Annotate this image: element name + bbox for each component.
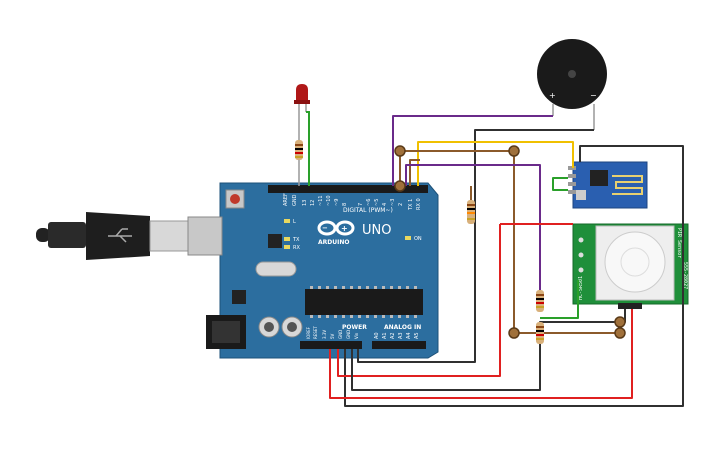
pin-label: A2 <box>390 332 396 339</box>
pin-label: 5V <box>330 333 335 339</box>
pir-label-right-1: PIR Sensor <box>676 228 682 258</box>
crystal-oscillator <box>255 261 297 277</box>
pin-label: 4 <box>382 203 388 206</box>
digital-header-label: DIGITAL (PWM~) <box>343 207 393 214</box>
usb-plug-metal <box>149 220 189 252</box>
pin-label: ~9 <box>334 199 340 206</box>
analog-header-strip <box>372 341 426 349</box>
pin-label: ~11 <box>318 195 324 206</box>
analog-header-label: ANALOG IN <box>384 324 421 331</box>
pin-label: A5 <box>414 332 420 339</box>
wire-brown-small <box>409 159 420 186</box>
arduino-pcb <box>219 182 439 359</box>
pin-label: 12 <box>310 200 316 206</box>
model-label: UNO <box>362 223 391 238</box>
led-resistor <box>295 140 303 186</box>
logo-plus-icon: + <box>341 224 348 233</box>
pir-label-left: HC-SR501 <box>578 276 584 300</box>
analog-pin-labels: A0 A1 A2 A3 A4 A5 <box>374 332 420 339</box>
esp-antenna-icon <box>612 175 643 195</box>
atmega-chip <box>305 289 423 315</box>
tx-led <box>284 237 290 241</box>
l-led <box>284 219 290 223</box>
junction <box>508 327 520 339</box>
wire-buzzer-minus <box>357 129 594 363</box>
tx-led-label: TX <box>292 237 300 243</box>
pin-label: 13 <box>302 200 308 206</box>
usb-strain-relief <box>48 222 86 248</box>
wire-red-pir <box>329 309 633 399</box>
esp-crystal <box>576 190 586 200</box>
usb-symbol-icon <box>108 228 132 243</box>
aref-label: AREF <box>283 193 289 206</box>
digital-header <box>268 185 428 193</box>
esp-chip <box>590 170 608 186</box>
gnd-top-label: GND <box>292 194 298 206</box>
usb-cable-end <box>36 228 50 242</box>
pin-label: GND <box>346 330 351 339</box>
resistor-esp-2 <box>536 322 544 344</box>
junction-nodes <box>394 145 626 339</box>
wire-led-green <box>306 111 310 186</box>
wire-buzzer-plus <box>392 115 553 186</box>
pin-label: RX 0 <box>416 198 422 210</box>
buzzer-plus-label: + <box>549 91 556 100</box>
pin-label: A0 <box>374 332 380 339</box>
pir-dome <box>604 231 666 293</box>
rx-led-label: RX <box>293 245 300 251</box>
wire-black-ground <box>344 145 684 407</box>
brand-label: ARDUINO <box>318 239 349 246</box>
wire-red-esp <box>337 224 501 377</box>
resistor-vertical <box>467 200 475 224</box>
pin-label: GND <box>338 330 343 339</box>
wire-green-pir <box>540 280 579 319</box>
pin-label: ~3 <box>390 199 396 206</box>
wire-purple-resistor <box>405 164 541 290</box>
pin-label: TX 1 <box>408 199 414 211</box>
on-led-label: ON <box>414 236 422 242</box>
power-pin-labels: IOREF RESET 3.3V 5V GND GND Vin <box>306 326 359 339</box>
rx-led <box>284 245 290 249</box>
esp8266-module <box>568 161 648 209</box>
power-header-strip <box>300 341 362 349</box>
wire-green-esp <box>552 177 568 191</box>
l-led-label: L <box>293 219 296 225</box>
arduino-board: DIGITAL (PWM~) AREF GND 13 12 ~11 ~10 ~9… <box>187 182 439 359</box>
logo-minus-icon: − <box>322 224 328 232</box>
pir-pin-header <box>618 303 642 309</box>
pin-label: RESET <box>313 326 318 339</box>
digital-pin-labels: 13 12 ~11 ~10 ~9 8 7 ~6 ~5 4 ~3 2 TX 1 R… <box>302 195 422 211</box>
pin-label: IOREF <box>306 326 311 339</box>
junction <box>394 145 406 157</box>
pin-label: ~10 <box>326 195 332 206</box>
pir-label-right-2: 555-28027 <box>682 262 688 289</box>
pin-label: ~5 <box>374 199 380 206</box>
red-led <box>294 84 310 140</box>
buzzer-minus-label: − <box>590 91 597 100</box>
resistor-esp-1 <box>536 290 544 312</box>
pin-label: 3.3V <box>322 330 327 339</box>
reset-button-cap <box>230 194 240 204</box>
junction <box>508 145 520 157</box>
pin-label: 8 <box>342 203 348 206</box>
pin-label: A3 <box>398 332 404 339</box>
junction <box>614 316 626 328</box>
power-header-label: POWER <box>342 324 367 331</box>
junction <box>614 327 626 339</box>
pin-label: 7 <box>358 203 364 206</box>
pin-label: Vin <box>354 332 359 339</box>
piezo-buzzer: + − <box>537 39 607 130</box>
junction <box>394 180 406 192</box>
pin-label: 2 <box>398 203 404 206</box>
pin-label: A1 <box>382 332 388 339</box>
pin-label: ~6 <box>366 199 372 206</box>
voltage-regulator <box>232 290 246 304</box>
pir-sensor: HC-SR501 PIR Sensor 555-28027 <box>572 223 689 309</box>
usb-chip <box>268 234 282 248</box>
pin-label: A4 <box>406 332 412 339</box>
on-led <box>405 236 411 240</box>
arduino-infinity-logo-icon <box>317 220 355 236</box>
